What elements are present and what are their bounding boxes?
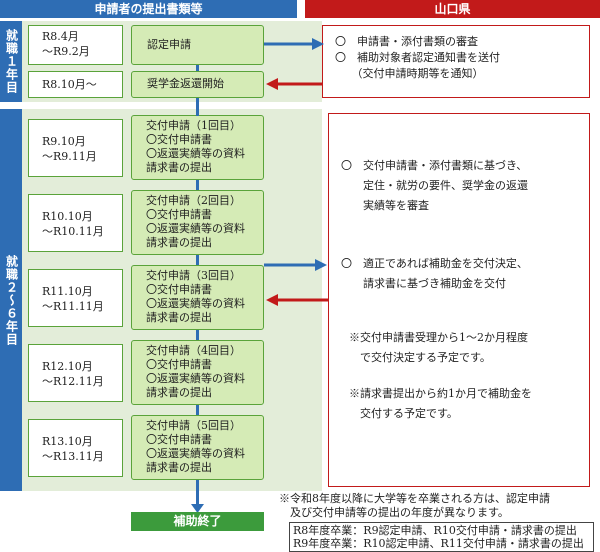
- date-cell: R12.10月〜R12.11月: [28, 344, 123, 402]
- action-label: 奨学金返還開始: [147, 77, 224, 90]
- grant-application-box: 交付申請（2回目）〇交付申請書〇返還実績等の資料請求書の提出: [131, 190, 264, 255]
- date-line: 〜R9.11月: [42, 150, 97, 163]
- review-line: 〇 補助対象者認定通知書を送付: [335, 51, 500, 64]
- grant-line: 〇 交付申請書・添付書類に基づき、: [341, 159, 528, 172]
- application-item: 〇交付申請書: [146, 433, 212, 446]
- date-line: R8.10月〜: [42, 78, 97, 91]
- schedule-note: 交付する予定です。: [349, 407, 458, 420]
- flow-connector: [196, 255, 199, 265]
- example-line: R8年度卒業：R9認定申請、R10交付申請・請求書の提出: [293, 524, 577, 537]
- application-item: 〇返還実績等の資料: [146, 147, 245, 160]
- date-cell: R13.10月〜R13.11月: [28, 419, 123, 477]
- date-line: R9.10月: [42, 135, 86, 148]
- date-line: 〜R9.2月: [42, 45, 90, 58]
- action-label: 認定申請: [147, 38, 191, 51]
- grant-application-box: 交付申請（4回目）〇交付申請書〇返還実績等の資料請求書の提出: [131, 340, 264, 405]
- application-item: 請求書の提出: [146, 161, 212, 174]
- footnote: ※令和8年度以降に大学等を卒業される方は、認定申請 及び交付申請等の提出の年度が…: [279, 492, 550, 520]
- review-line: 〇 申請書・添付書類の審査: [335, 35, 478, 48]
- application-title: 交付申請（4回目）: [146, 344, 241, 357]
- application-item: 〇返還実績等の資料: [146, 372, 245, 385]
- application-title: 交付申請（5回目）: [146, 419, 241, 432]
- date-line: 〜R13.11月: [42, 450, 104, 463]
- application-item: 請求書の提出: [146, 311, 212, 324]
- grant-application-box: 交付申請（3回目）〇交付申請書〇返還実績等の資料請求書の提出: [131, 265, 264, 330]
- flow-connector: [196, 480, 199, 504]
- schedule-note: ※請求書提出から約1か月で補助金を: [349, 387, 532, 400]
- right-arrow-icon: [264, 38, 324, 50]
- years-2-6-label: 就職２〜６年目: [0, 109, 22, 491]
- footnote-line: ※令和8年度以降に大学等を卒業される方は、認定申請: [279, 492, 550, 505]
- date-cell: R8.4月 〜R9.2月: [28, 25, 123, 65]
- prefecture-review-box: 〇 申請書・添付書類の審査 〇 補助対象者認定通知書を送付 （交付申請時期等を通…: [322, 25, 590, 98]
- footnote-line: 及び交付申請等の提出の年度が異なります。: [290, 506, 509, 519]
- application-item: 請求書の提出: [146, 386, 212, 399]
- application-item: 請求書の提出: [146, 461, 212, 474]
- left-arrow-icon: [266, 78, 322, 90]
- left-arrow-icon: [266, 294, 328, 306]
- flow-connector: [196, 180, 199, 190]
- prefecture-header: 山口県: [305, 0, 600, 18]
- application-item: 〇返還実績等の資料: [146, 297, 245, 310]
- repayment-start-box: 奨学金返還開始: [131, 71, 264, 98]
- application-title: 交付申請（2回目）: [146, 194, 241, 207]
- date-line: R8.4月: [42, 30, 79, 43]
- certification-application-box: 認定申請: [131, 25, 264, 65]
- date-line: R10.10月: [42, 210, 93, 223]
- date-cell: R10.10月〜R10.11月: [28, 194, 123, 252]
- application-item: 〇交付申請書: [146, 283, 212, 296]
- date-line: R13.10月: [42, 435, 93, 448]
- date-line: 〜R11.11月: [42, 300, 104, 313]
- application-item: 請求書の提出: [146, 236, 212, 249]
- flow-connector: [196, 330, 199, 340]
- flow-connector: [196, 65, 199, 71]
- date-line: 〜R12.11月: [42, 375, 104, 388]
- prefecture-grant-box: 〇 交付申請書・添付書類に基づき、 定住・就労の要件、奨学金の返還 実績等を審査…: [328, 113, 590, 487]
- application-item: 〇返還実績等の資料: [146, 222, 245, 235]
- first-year-label: 就職１年目: [0, 21, 22, 102]
- date-cell: R11.10月〜R11.11月: [28, 269, 123, 327]
- graduation-example-box: R8年度卒業：R9認定申請、R10交付申請・請求書の提出 R9年度卒業：R10認…: [289, 522, 594, 552]
- date-cell: R9.10月〜R9.11月: [28, 119, 123, 177]
- application-item: 〇交付申請書: [146, 358, 212, 371]
- application-item: 〇交付申請書: [146, 208, 212, 221]
- grant-line: 定住・就労の要件、奨学金の返還: [341, 179, 528, 192]
- grant-line: 実績等を審査: [341, 199, 429, 212]
- years-2-6-label-text: 就職２〜６年目: [4, 254, 19, 346]
- grant-line: 請求書に基づき補助金を交付: [341, 277, 506, 290]
- subsidy-end-label: 補助終了: [131, 512, 264, 531]
- review-line: （交付申請時期等を通知）: [335, 67, 484, 80]
- application-title: 交付申請（1回目）: [146, 119, 241, 132]
- grant-application-box: 交付申請（1回目）〇交付申請書〇返還実績等の資料請求書の提出: [131, 115, 264, 180]
- flow-connector: [196, 98, 199, 116]
- date-cell: R8.10月〜: [28, 71, 123, 98]
- grant-application-box: 交付申請（5回目）〇交付申請書〇返還実績等の資料請求書の提出: [131, 415, 264, 480]
- applicant-header: 申請者の提出書類等: [0, 0, 297, 18]
- flow-connector: [196, 405, 199, 415]
- schedule-note: で交付決定する予定です。: [349, 351, 491, 364]
- date-line: R12.10月: [42, 360, 93, 373]
- application-item: 〇返還実績等の資料: [146, 447, 245, 460]
- grant-line: 〇 適正であれば補助金を交付決定、: [341, 257, 528, 270]
- date-line: 〜R10.11月: [42, 225, 104, 238]
- application-title: 交付申請（3回目）: [146, 269, 241, 282]
- first-year-label-text: 就職１年目: [4, 29, 19, 94]
- right-arrow-icon: [264, 259, 327, 271]
- example-line: R9年度卒業：R10認定申請、R11交付申請・請求書の提出: [293, 537, 584, 550]
- down-arrow-icon: [191, 504, 204, 513]
- application-item: 〇交付申請書: [146, 133, 212, 146]
- date-line: R11.10月: [42, 285, 93, 298]
- schedule-note: ※交付申請書受理から1〜2か月程度: [349, 331, 528, 344]
